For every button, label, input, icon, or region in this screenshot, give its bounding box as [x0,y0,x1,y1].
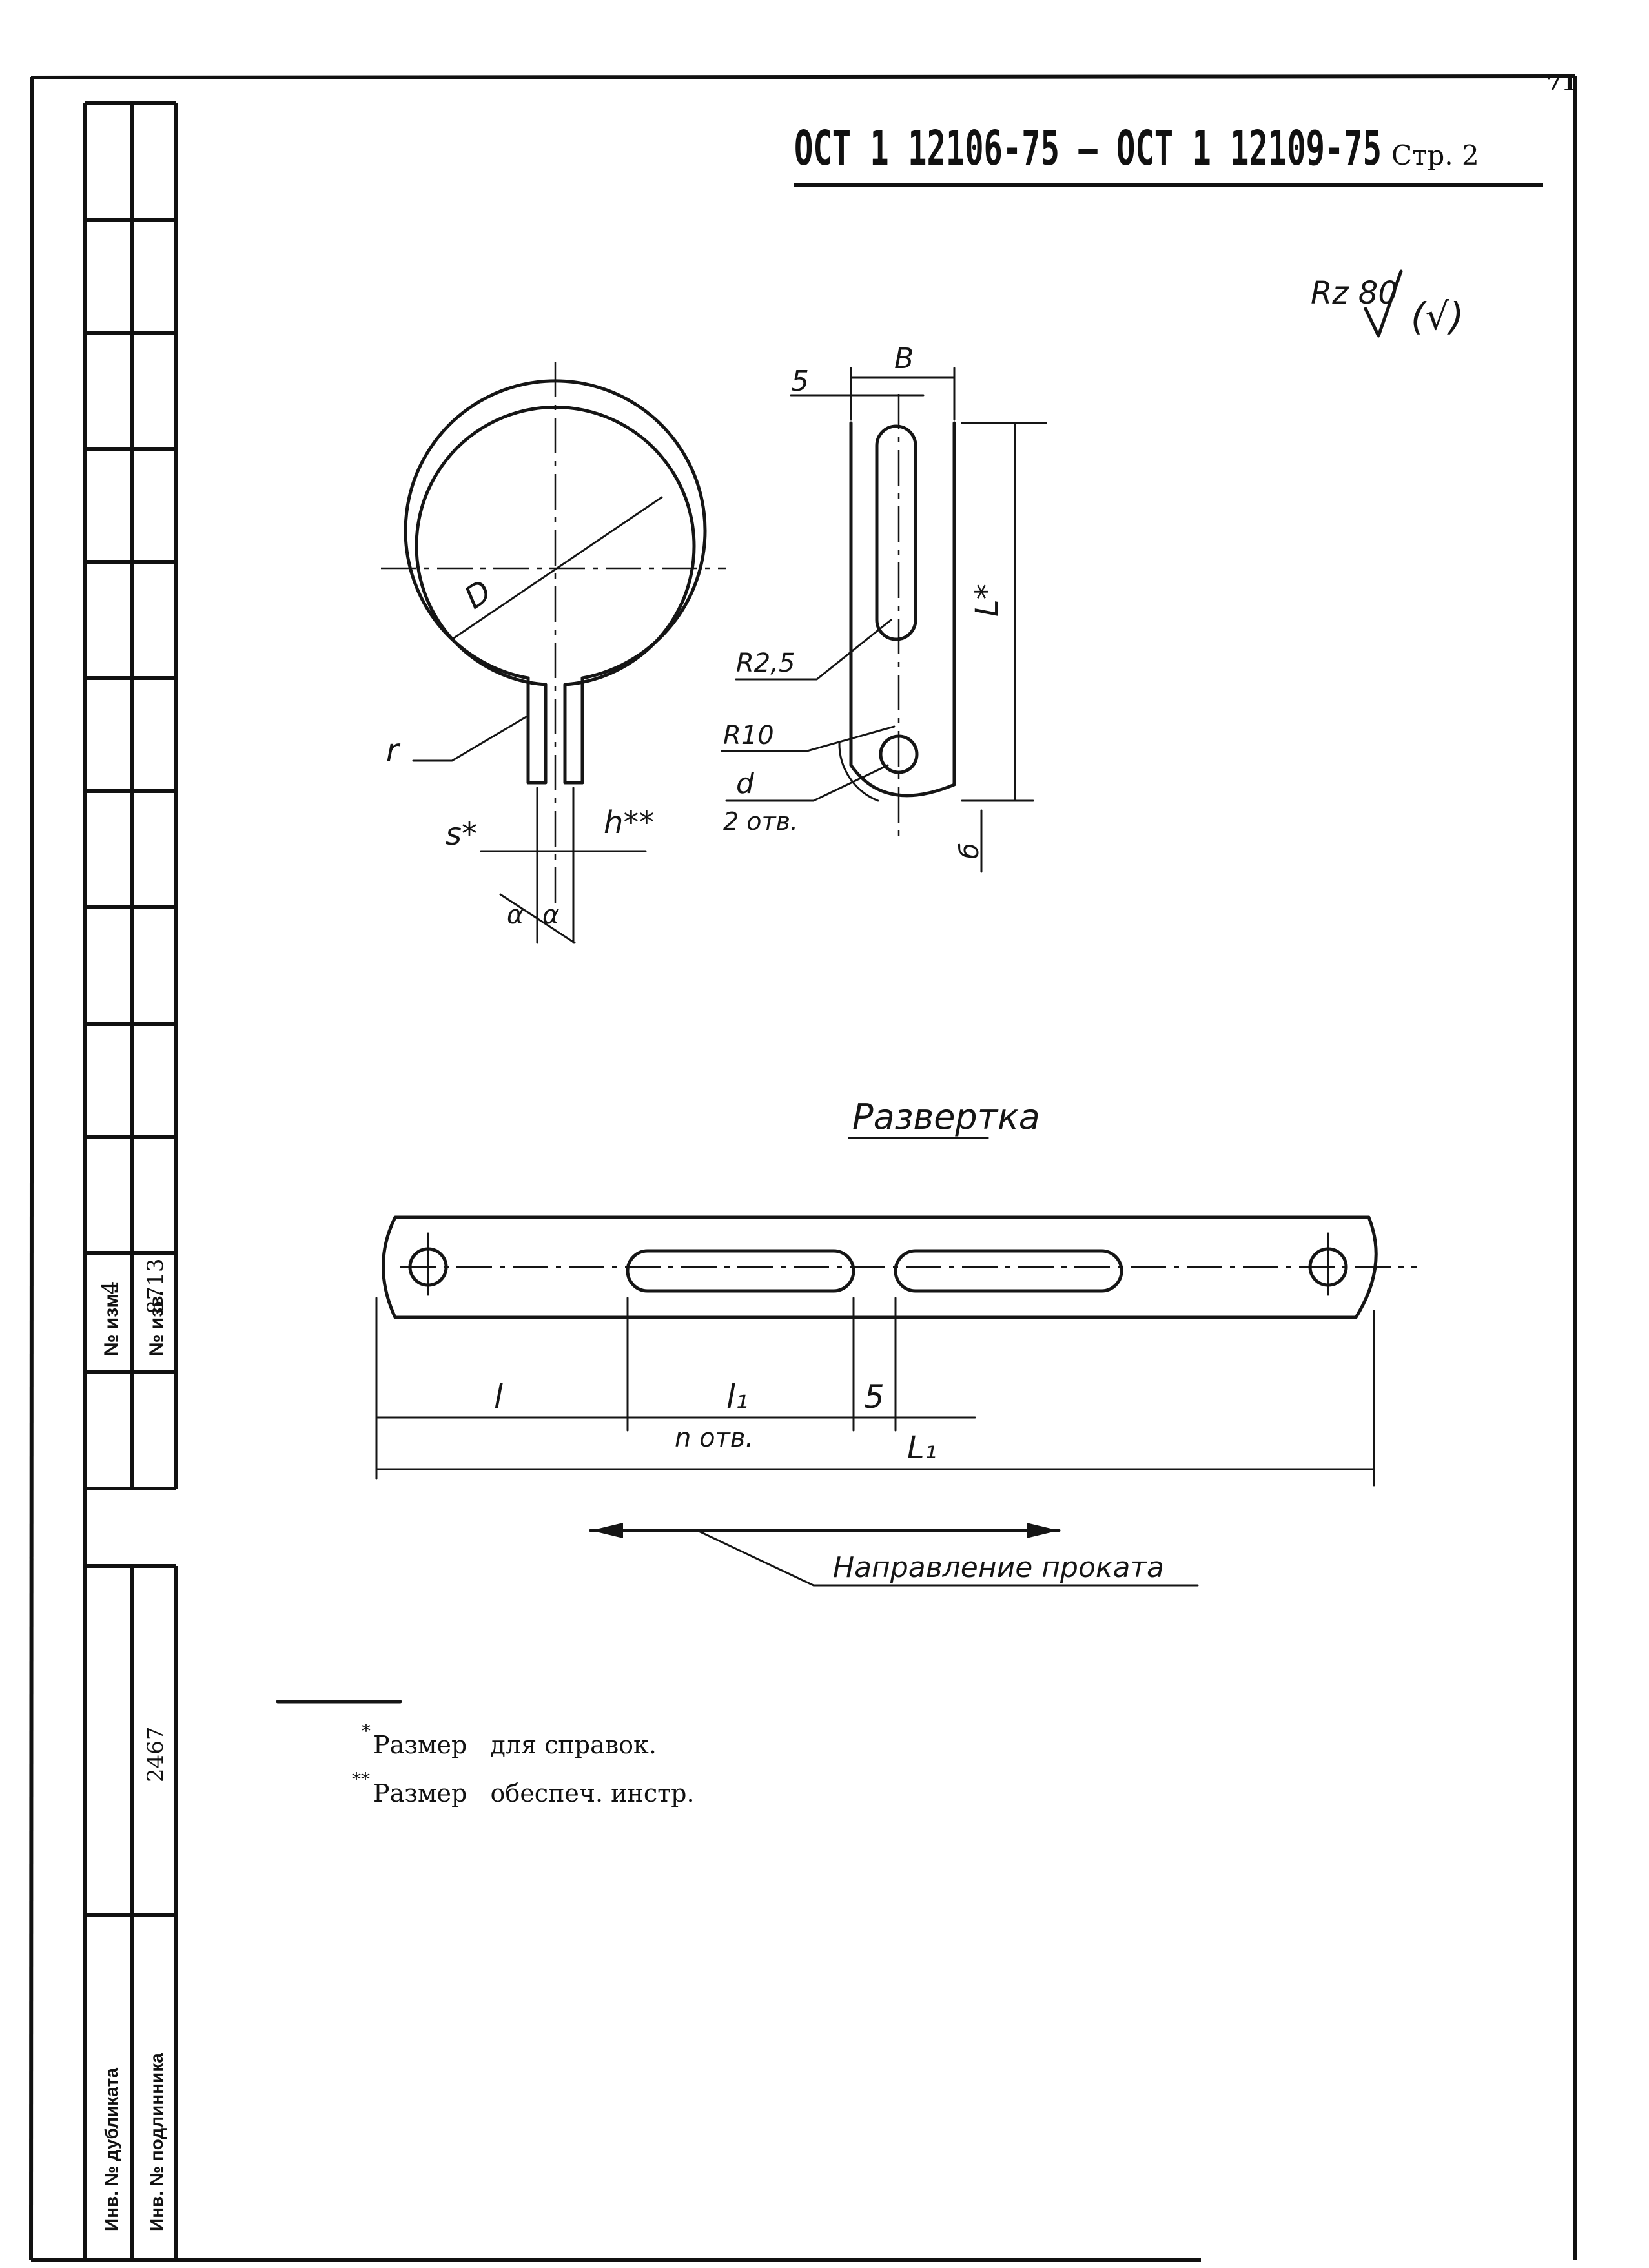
angle-label-left: α [507,900,524,930]
angle-label-right: α [542,900,559,930]
strip-view: B 5 L* R2,5 R10 d 2 отв. б [721,342,1047,873]
holes-count-label: 2 отв. [723,807,798,836]
hole-label: d [736,767,755,800]
change-no-label: № изм. [101,1288,122,1356]
notice-no-label: № изв. [146,1290,167,1356]
L1-label: L₁ [907,1430,937,1466]
development-contour [382,1215,1378,1319]
gap-label: h** [604,805,654,841]
duplicate-label: Инв. № дубликата [101,2068,121,2231]
diameter-label: D [458,573,498,616]
roughness-check-icon [1364,269,1403,338]
original-label: Инв. № подлинника [147,2053,167,2231]
slot-radius-label: R2,5 [736,648,795,678]
slot-width-label: 5 [791,365,809,398]
roughness-other: (√) [1411,294,1464,338]
radius-label: r [386,732,401,768]
diameter-dimension [451,496,663,641]
frame-top-line [30,74,1576,79]
ring-outer-contour [404,379,707,785]
page-label: Стр. 2 [1391,139,1479,171]
l-label: l [494,1378,503,1416]
roughness-mark: Rz 80 (√) [1311,269,1464,338]
inventory-no: 2467 [143,1726,169,1782]
note-2-mark: ** [352,1769,370,1790]
change-no: 4 [97,1281,123,1295]
slot-1 [626,1249,855,1293]
thickness-label: s* [446,816,477,852]
slot-contour [875,424,917,641]
length-label: L* [969,584,1005,617]
ring-view: D r s* h** α α [381,362,726,944]
edge-label: б [955,843,985,859]
notes: * Размер для справок. ** Размер обеспеч.… [276,1700,695,1808]
standard-title: ОСТ 1 12106-75 – ОСТ 1 12109-75 [794,121,1382,176]
ring-inner-contour [415,406,696,785]
page-number: 71 [1546,70,1577,96]
development-view: Развертка l l₁ n отв. 5 L₁ [375,1097,1417,1487]
width-label: B [894,342,914,375]
hole-leader [725,764,889,802]
l1-label: l₁ [726,1378,748,1416]
end-radius-label: R10 [723,721,774,750]
gap-dim-label: 5 [864,1378,885,1416]
rolling-leader [696,1529,1199,1587]
header-block: ОСТ 1 12106-75 – ОСТ 1 12109-75 Стр. 2 [794,121,1543,187]
development-title: Развертка [852,1097,1040,1137]
frame-left-line [29,77,34,2261]
side-stamp: № изм. 4 № изв. 8713 2467 Инв. № дублика… [83,101,178,2260]
rolling-direction: Направление проката [589,1523,1199,1587]
slot-2 [894,1249,1123,1293]
note-1-text: Размер для справок. [373,1731,657,1759]
strip-contour [849,421,956,798]
note-2-text: Размер обеспеч. инстр. [373,1779,695,1808]
rolling-label: Направление проката [833,1551,1164,1584]
note-1-mark: * [362,1720,371,1742]
slots-label: n отв. [675,1423,753,1453]
roughness-value: Rz 80 [1311,275,1398,311]
slot-radius-leader [735,619,892,681]
radius-leader [412,716,527,762]
end-radius-leader [721,725,896,752]
notice-no: 8713 [143,1258,169,1314]
